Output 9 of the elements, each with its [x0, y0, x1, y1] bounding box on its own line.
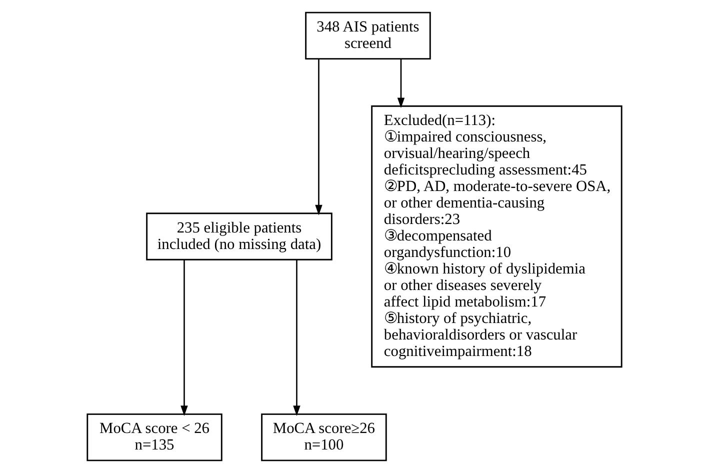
- arrow: [314, 59, 322, 216]
- node-box: 348 AIS patients screend: [304, 12, 430, 60]
- node-box: MoCA score≥26 n=100: [260, 413, 386, 462]
- arrow: [396, 59, 404, 108]
- node-box: MoCA score < 26 n=135: [86, 413, 222, 462]
- arrow: [292, 260, 300, 416]
- arrow: [180, 260, 188, 416]
- node-box: 235 eligible patients included (no missing data): [146, 212, 332, 260]
- node-box: Excluded(n=113): ①impaired consciousness, orvisual/hearing/speech deficitsprecluding assessment:45 ②PD, AD, moderate-to-severe OSA, or other dementia-causing disorders:23 ③decompensated organdysfunction:10 ④known history of dyslipidemia or other diseases severely affect lipid metabolism:17 ⑤history of psychiatric, behavioraldisorders or vascular cognitiveimpairment:18: [370, 105, 622, 368]
